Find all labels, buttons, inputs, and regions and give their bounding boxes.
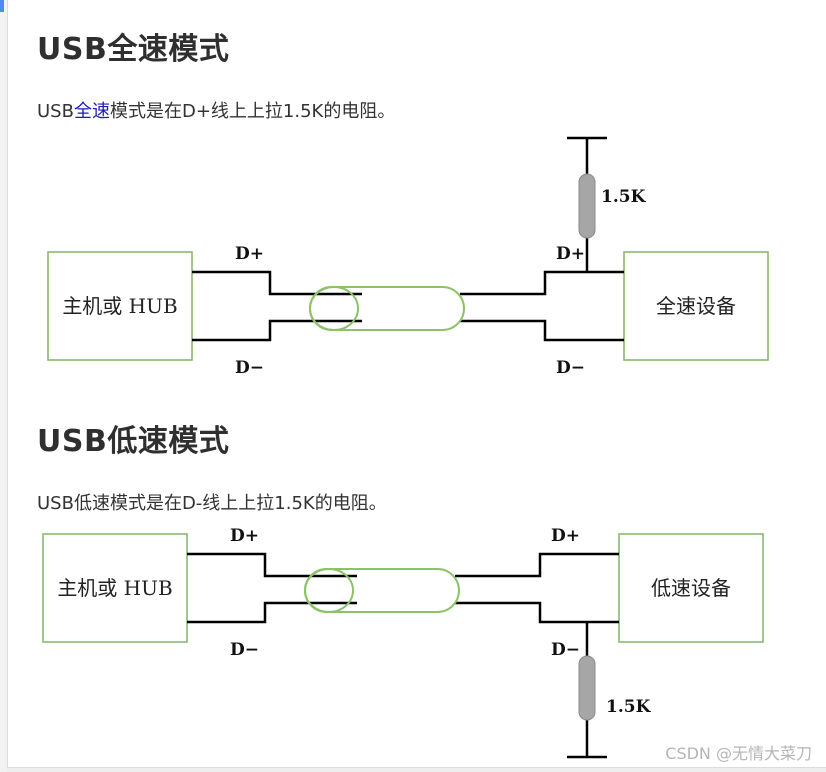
- dminus-wire-left: [187, 601, 357, 624]
- resistor-icon: [578, 655, 596, 721]
- dplus-left-label: D+: [230, 526, 259, 546]
- low-speed-diagram: 主机或 HUB 低速设备 D+ D− D+ D− 1.5K: [42, 526, 764, 759]
- host-label: 主机或 HUB: [57, 576, 172, 600]
- para-prefix: USB: [37, 101, 74, 122]
- dplus-wire-right: [460, 270, 624, 296]
- para-suffix: 模式是在D+线上上拉1.5K的电阻。: [109, 101, 396, 122]
- dplus-right-label: D+: [556, 244, 585, 264]
- dplus-right-label: D+: [551, 526, 580, 546]
- dminus-wire-right: [460, 319, 624, 342]
- left-gutter: [0, 0, 8, 772]
- device-box: [623, 251, 769, 361]
- dplus-wire-right: [455, 552, 619, 578]
- paragraph-full-speed: USB全速模式是在D+线上上拉1.5K的电阻。: [37, 97, 395, 123]
- resistor-icon: [578, 173, 596, 239]
- dplus-wire-left: [187, 552, 357, 578]
- host-box: [47, 251, 193, 361]
- link-full-speed[interactable]: 全速: [73, 101, 110, 122]
- dplus-left-label: D+: [235, 244, 264, 264]
- device-label: 低速设备: [651, 576, 731, 600]
- dplus-wire-left: [192, 270, 362, 296]
- cable-end: [309, 286, 359, 331]
- host-box: [42, 533, 188, 643]
- watermark: CSDN @无情大菜刀: [665, 744, 812, 763]
- dminus-right-label: D−: [556, 358, 585, 378]
- resistor-label: 1.5K: [601, 187, 647, 207]
- full-speed-diagram: 主机或 HUB 全速设备 D+ D− D+ D− 1.5K: [47, 136, 769, 378]
- device-box: [618, 533, 764, 643]
- host-label: 主机或 HUB: [62, 294, 177, 318]
- heading-low-speed: USB低速模式: [37, 424, 230, 459]
- dminus-left-label: D−: [230, 640, 259, 660]
- dminus-wire-left: [192, 319, 362, 342]
- dminus-right-label: D−: [551, 640, 580, 660]
- device-label: 全速设备: [656, 294, 736, 318]
- cable-end: [304, 568, 354, 613]
- gutter-marker: [0, 0, 4, 12]
- bottom-scroll-edge: [7, 767, 826, 772]
- dminus-wire-right: [455, 601, 619, 624]
- heading-full-speed: USB全速模式: [37, 32, 230, 67]
- dminus-left-label: D−: [235, 358, 264, 378]
- paragraph-low-speed: USB低速模式是在D-线上上拉1.5K的电阻。: [37, 493, 387, 514]
- resistor-label: 1.5K: [606, 697, 652, 717]
